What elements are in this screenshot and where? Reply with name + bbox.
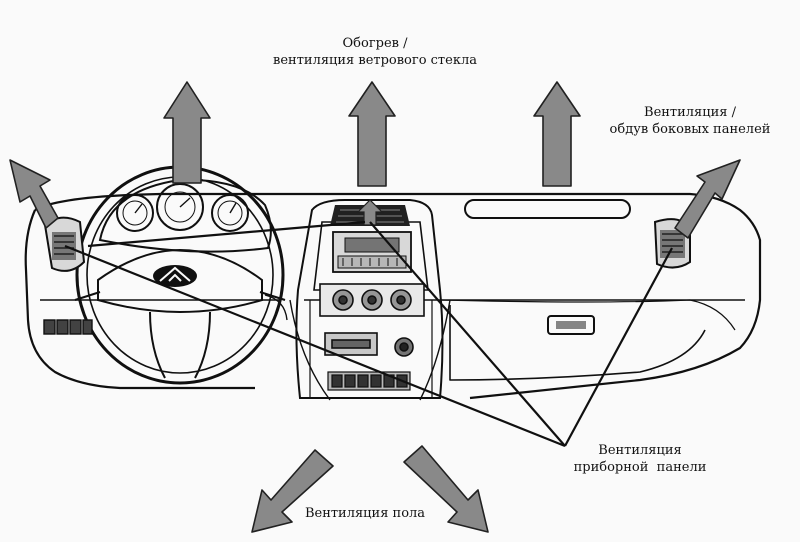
floor-vent-label: Вентиляция пола [290,505,440,522]
instrument-cluster [98,178,272,253]
panel-label-line-1: Вентиляция [598,443,682,458]
chery-logo-icon [153,265,197,287]
left-switch-panel [43,319,93,335]
side-arrow-left [9,159,59,229]
windshield-arrow-left [163,81,211,184]
windshield-arrow-center [348,81,396,187]
windshield-vent-label: Обогрев / вентиляция ветрового стекла [250,35,500,69]
side-label-line-1: Вентиляция / [644,105,736,120]
side-label-line-2: обдув боковых панелей [609,122,771,137]
windshield-vent-slot [464,199,631,219]
airflow-arrows [9,81,741,533]
floor-arrow-left [251,449,334,533]
windshield-label-line-1: Обогрев / [342,36,408,51]
center-vent-arrow [356,199,384,226]
side-vent-label: Вентиляция / обдув боковых панелей [590,104,790,138]
panel-vent-label: Вентиляция приборной панели [535,442,745,476]
ashtray-lighter [324,332,414,357]
radio-unit [332,231,412,273]
climate-control-knobs [319,283,425,317]
side-arrow-right [674,159,741,239]
floor-label-line: Вентиляция пола [304,506,426,521]
glovebox-handle [547,315,595,335]
windshield-arrow-right [533,81,581,187]
windshield-label-line-2: вентиляция ветрового стекла [273,53,477,68]
panel-label-line-2: приборной панели [573,460,707,475]
leader-lines [64,220,673,448]
floor-arrow-right [403,445,489,533]
